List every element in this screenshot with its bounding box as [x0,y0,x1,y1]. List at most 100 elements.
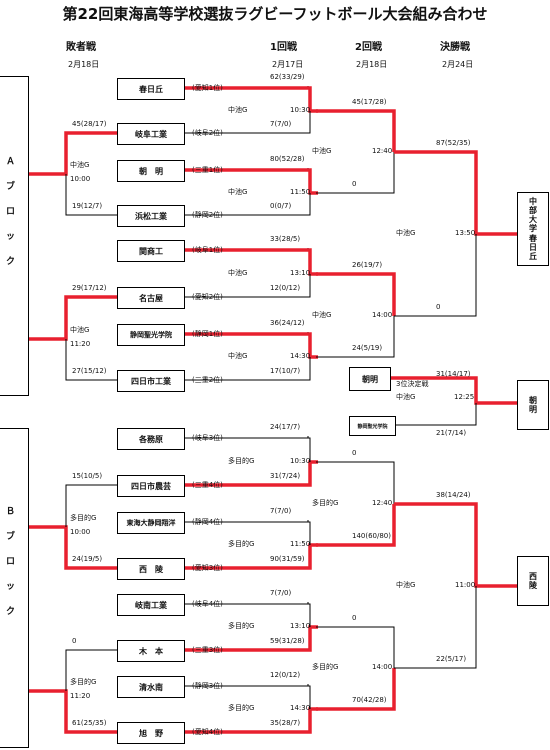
final-winner-line [394,150,517,236]
final-winner-line [394,502,517,588]
team-box: 各務原 [117,428,185,450]
r2-loser-line [316,461,395,504]
block-a-char: ブ [6,182,16,192]
r2-winner-line [316,272,396,316]
r2-venue: 中池G [312,147,332,155]
team-box: 岐南工業 [117,594,185,616]
r2-score: 0 [352,614,357,622]
winner-char: 日 [529,242,537,252]
r2-venue: 多目的G [312,499,339,507]
r1-venue: 多目的G [228,622,255,630]
winner-char: 西 [529,571,537,581]
r1-venue: 多目的G [228,457,255,465]
r2-time: 12:40 [372,147,393,155]
losers-winner-line [28,131,117,176]
r1-score: 12(0/12) [270,671,301,679]
losers-winner-line [28,525,117,570]
r1-score: 7(7/0) [270,589,292,597]
team-box: 旭 野 [117,722,185,744]
third-place-team2: 静岡聖光学院 [349,416,396,436]
losers-time: 10:00 [70,175,91,183]
team-seed: (三重4位) [192,481,223,489]
block-b-frame [0,428,29,748]
block-b-winner-box: 西 陵 [517,556,549,606]
r1-loser-line [183,437,311,462]
r1-score: 90(31/59) [270,555,305,563]
block-b-char: ロ [6,557,16,567]
losers-winner-line [28,295,117,341]
block-b-char: ブ [6,532,16,542]
team-box: 清水南 [117,676,185,698]
losers-loser-line [65,649,117,691]
r1-venue: 中池G [228,106,248,114]
r2-winner-line [316,109,396,152]
third-place-winner-box: 朝 明 [517,380,549,430]
team-box: 春日丘 [117,78,185,100]
r1-score: 24(17/7) [270,423,301,431]
r1-time: 11:50 [290,188,311,196]
r1-time: 10:30 [290,106,311,114]
team-box: 木 本 [117,640,185,662]
r1-time: 13:10 [290,622,311,630]
losers-time: 11:20 [70,340,91,348]
round2-header: 2回戦 [355,42,382,53]
r2-time: 12:40 [372,499,393,507]
r1-time: 11:50 [290,540,311,548]
r1-score: 12(0/12) [270,284,301,292]
final-header: 決勝戦 [440,42,470,53]
r2-score: 26(19/7) [352,261,383,269]
winner-char: 陵 [529,581,537,590]
r2-score: 0 [352,449,357,457]
losers-score: 61(25/35) [72,719,107,727]
block-b-label: Ｂ ブ ロ ッ ク [6,500,15,625]
team-seed: (静岡2位) [192,211,223,219]
final-loser-line [394,234,477,317]
losers-venue: 多目的G [70,678,97,686]
r2-score: 140(60/80) [352,532,391,540]
winner-char: 丘 [529,251,537,261]
block-a-frame [0,76,29,396]
block-a-char: ッ [6,232,16,242]
r1-loser-line [183,685,311,709]
losers-date: 2月18日 [68,60,100,69]
losers-score: 45(28/17) [72,120,107,128]
r1-venue: 中池G [228,352,248,360]
r1-score: 35(28/7) [270,719,301,727]
r2-venue: 中池G [312,311,332,319]
team-seed: (岐阜2位) [192,129,223,137]
block-b-char: ッ [6,582,16,592]
r1-venue: 中池G [228,269,248,277]
r2-score: 70(42/28) [352,696,387,704]
round2-date: 2月18日 [356,60,388,69]
final-date: 2月24日 [442,60,474,69]
r1-time: 14:30 [290,352,311,360]
final-time: 13:50 [455,229,476,237]
losers-time: 10:00 [70,528,91,536]
r1-time: 10:30 [290,457,311,465]
r2-winner-line [316,668,396,711]
losers-score: 24(19/5) [72,555,103,563]
r2-time: 14:00 [372,663,393,671]
block-a-char: ク [6,257,16,267]
r2-score: 45(17/28) [352,98,387,106]
r2-score: 0 [352,180,357,188]
team-seed: (静岡1位) [192,330,223,338]
losers-loser-line [65,339,117,381]
block-a-winner-box: 中 部 大 学 春 日 丘 [517,192,549,266]
r1-score: 17(10/7) [270,367,301,375]
winner-char: 学 [529,224,537,234]
team-seed: (愛知1位) [192,84,223,92]
final-venue: 中池G [396,229,416,237]
r1-winner-line [183,460,318,487]
third-place-score1: 31(14/17) [436,370,471,378]
block-b-char: ク [6,607,16,617]
third-place-winner-line [389,376,517,405]
losers-venue: 中池G [70,161,90,169]
block-b-char: Ｂ [6,507,16,517]
r1-winner-line [183,168,318,195]
losers-loser-line [65,174,117,216]
r1-score: 31(7/24) [270,472,301,480]
team-box: 静岡聖光学院 [117,324,185,346]
r1-winner-line [183,86,318,113]
